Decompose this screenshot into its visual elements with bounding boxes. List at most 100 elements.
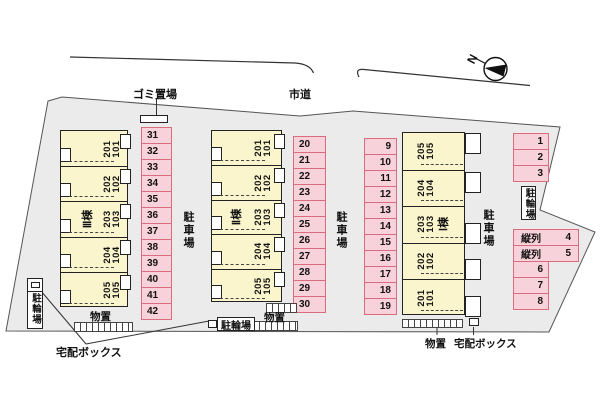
tandem-label: 縦列 xyxy=(521,234,541,245)
unit-divider xyxy=(61,237,127,238)
stair-landing xyxy=(274,203,285,218)
parking-stall: 24 xyxy=(293,200,326,217)
divider xyxy=(28,291,42,292)
balcony-dash xyxy=(220,229,265,230)
parking-stall: 39 xyxy=(141,255,172,272)
entrance-notch xyxy=(211,285,222,299)
entrance-notch xyxy=(211,147,222,161)
parking-stall: 23 xyxy=(293,184,326,201)
parking-stall: 25 xyxy=(293,216,326,233)
balcony-dash xyxy=(69,196,114,197)
unit-divider xyxy=(403,243,464,244)
city-road-label: 市道 xyxy=(289,89,311,101)
parking-stall: 13 xyxy=(364,202,397,219)
stair-landing xyxy=(465,133,481,154)
parking-stall: 27 xyxy=(293,248,326,265)
parking-stall: 18 xyxy=(364,282,397,299)
balcony-dash xyxy=(421,237,463,238)
road-edge-left xyxy=(69,56,315,74)
storage-shed xyxy=(74,322,133,332)
stair-landing xyxy=(120,275,131,290)
bicycle-parking-label: 駐輪場 xyxy=(523,188,535,220)
parking-stall-tandem: 縦列 5 xyxy=(513,245,579,262)
stair-landing xyxy=(274,272,285,287)
balcony-dash xyxy=(69,232,114,233)
balcony-dash xyxy=(69,267,114,268)
balcony-dash xyxy=(69,303,114,304)
parking-stall-tandem: 縦列 4 xyxy=(513,229,579,246)
compass-icon xyxy=(473,56,508,82)
parking-stall: 16 xyxy=(364,250,397,267)
delivery-box-label: 宅配ボックス xyxy=(454,338,517,350)
stair-landing xyxy=(274,168,285,183)
parking-stall: 42 xyxy=(141,303,172,320)
unit-divider xyxy=(403,170,464,171)
tandem-number: 5 xyxy=(565,248,571,259)
stair-landing xyxy=(465,223,481,244)
balcony-dash xyxy=(421,164,463,165)
parking-stall: 40 xyxy=(141,271,172,288)
parking-stall: 26 xyxy=(293,232,326,249)
entrance-notch xyxy=(60,290,71,304)
parking-stall: 20 xyxy=(293,136,326,153)
parking-stall: 11 xyxy=(364,170,397,187)
bicycle-parking-right: 駐輪場 xyxy=(521,186,536,220)
parking-stall: 34 xyxy=(141,175,172,192)
parking-area-label: 駐車場 xyxy=(482,209,494,248)
tandem-number: 4 xyxy=(565,232,571,243)
balcony-dash xyxy=(421,310,463,311)
unit-divider xyxy=(403,279,464,280)
bicycle-parking-center: 駐輪場 xyxy=(217,317,255,332)
unit-divider xyxy=(61,272,127,273)
entrance-notch xyxy=(211,216,222,230)
entrance-notch xyxy=(60,148,71,162)
balcony-dash xyxy=(421,200,463,201)
parking-stall: 1 xyxy=(513,133,549,150)
parking-stall: 35 xyxy=(141,191,172,208)
tandem-label: 縦列 xyxy=(521,250,541,261)
road-edge-right xyxy=(356,68,531,87)
parking-stall: 7 xyxy=(513,277,549,294)
balcony-dash xyxy=(421,273,463,274)
parking-stall: 37 xyxy=(141,223,172,240)
delivery-box-icon xyxy=(469,318,479,326)
unit-divider xyxy=(212,165,281,166)
entrance-notch xyxy=(211,251,222,265)
stair-landing xyxy=(465,172,481,193)
entrance-notch xyxy=(60,219,71,233)
storage-shed xyxy=(402,319,463,328)
storage-label: 物置 xyxy=(90,311,111,323)
parking-stall: 19 xyxy=(364,298,397,315)
delivery-box-icon xyxy=(31,282,40,288)
parking-stall: 33 xyxy=(141,159,172,176)
unit-divider xyxy=(212,269,281,270)
garbage-station xyxy=(140,115,168,123)
building-name: Ⅰ棟 xyxy=(438,216,450,232)
building-name: Ⅲ棟 xyxy=(82,209,94,229)
stair-landing xyxy=(465,296,481,317)
stair-landing xyxy=(120,169,131,184)
unit-divider xyxy=(212,234,281,235)
parking-stall: 38 xyxy=(141,239,172,256)
storage-label: 物置 xyxy=(264,312,285,324)
balcony-dash xyxy=(220,160,265,161)
unit-divider xyxy=(61,166,127,167)
unit-divider xyxy=(61,201,127,202)
